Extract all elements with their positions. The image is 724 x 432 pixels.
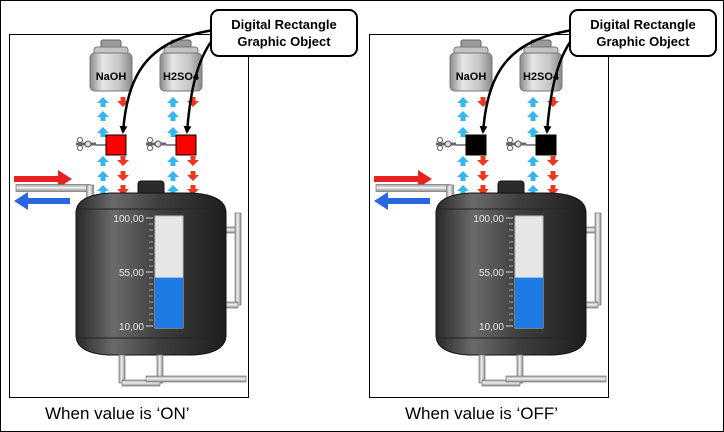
valve-knob [507, 145, 513, 151]
digital-rectangle-h2so4 [175, 134, 197, 156]
up-arrow-icon [97, 156, 109, 166]
scale-label: 55,00 [479, 268, 504, 279]
pipe-horizontal [481, 379, 521, 387]
down-arrow-icon [117, 171, 129, 181]
up-arrow-icon [97, 185, 109, 195]
bottle-label: NaOH [456, 71, 487, 83]
outlet-arrow-blue-icon [374, 192, 430, 210]
pipe-horizontal [121, 379, 161, 387]
up-arrow-icon [167, 111, 179, 121]
bottle-label: NaOH [96, 71, 127, 83]
down-arrow-icon [547, 185, 559, 195]
up-arrow-icon [527, 171, 539, 181]
callout-box-on: Digital Rectangle Graphic Object [210, 9, 358, 57]
pipe-vertical [118, 354, 126, 384]
valve-icon [514, 140, 522, 148]
callout-line1: Digital Rectangle [231, 17, 337, 32]
valve-knob [147, 145, 153, 151]
bottle-label: H2SO4 [523, 71, 560, 83]
valve-knob [77, 145, 83, 151]
bottle-label: H2SO4 [163, 71, 200, 83]
up-arrow-icon [97, 171, 109, 181]
up-arrow-icon [97, 127, 109, 137]
level-fill [515, 277, 543, 328]
caption-on: When value is ‘ON’ [45, 404, 190, 423]
scale-label: 10,00 [119, 322, 144, 333]
down-arrow-icon [477, 156, 489, 166]
up-arrow-icon [527, 185, 539, 195]
panel-on: NaOH H2SO4 100,00 55,00 10,00 [9, 34, 249, 398]
down-arrow-icon [117, 156, 129, 166]
valve-knob [77, 137, 83, 143]
inlet-arrow-red-icon [14, 170, 72, 188]
caption-off: When value is ‘OFF’ [405, 404, 559, 423]
inlet-arrow-red-icon [374, 170, 432, 188]
down-arrow-icon [547, 156, 559, 166]
down-arrow-icon [477, 97, 489, 107]
up-arrow-icon [167, 97, 179, 107]
valve-icon [444, 140, 452, 148]
pipe-vertical [594, 212, 602, 306]
callout-line2: Graphic Object [596, 34, 690, 49]
down-arrow-icon [187, 97, 199, 107]
down-arrow-icon [187, 171, 199, 181]
down-arrow-icon [477, 171, 489, 181]
valve-icon [84, 140, 92, 148]
callout-line1: Digital Rectangle [590, 17, 696, 32]
digital-rectangle-naoh [105, 134, 127, 156]
up-arrow-icon [527, 97, 539, 107]
pipe-vertical [478, 354, 486, 384]
up-arrow-icon [457, 185, 469, 195]
reactor-tank [435, 192, 587, 356]
level-fill [155, 277, 183, 328]
scale-label: 55,00 [119, 268, 144, 279]
up-arrow-icon [527, 156, 539, 166]
up-arrow-icon [97, 97, 109, 107]
up-arrow-icon [457, 111, 469, 121]
valve-knob [437, 137, 443, 143]
down-arrow-icon [117, 97, 129, 107]
pipe-vertical [234, 212, 242, 306]
valve-knob [507, 137, 513, 143]
valve-knob [147, 137, 153, 143]
down-arrow-icon [187, 156, 199, 166]
up-arrow-icon [167, 171, 179, 181]
up-arrow-icon [457, 127, 469, 137]
pipe-horizontal [505, 375, 607, 383]
up-arrow-icon [457, 97, 469, 107]
up-arrow-icon [457, 156, 469, 166]
digital-rectangle-naoh [465, 134, 487, 156]
up-arrow-icon [527, 111, 539, 121]
tank-diagram-off: NaOH H2SO4 100,00 55,00 10,00 [374, 39, 607, 387]
callout-line2: Graphic Object [237, 34, 331, 49]
up-arrow-icon [457, 171, 469, 181]
outlet-arrow-blue-icon [14, 192, 70, 210]
panel-off: NaOH H2SO4 100,00 55,00 10,00 [369, 34, 609, 398]
down-arrow-icon [477, 185, 489, 195]
down-arrow-icon [547, 171, 559, 181]
callout-box-off: Digital Rectangle Graphic Object [569, 9, 717, 57]
scale-label: 10,00 [479, 322, 504, 333]
scale-label: 100,00 [113, 214, 144, 225]
down-arrow-icon [117, 185, 129, 195]
down-arrow-icon [547, 97, 559, 107]
pipe-horizontal [145, 375, 247, 383]
digital-rectangle-h2so4 [535, 134, 557, 156]
tank-diagram-on: NaOH H2SO4 100,00 55,00 10,00 [14, 39, 247, 387]
up-arrow-icon [167, 185, 179, 195]
valve-knob [437, 145, 443, 151]
up-arrow-icon [97, 111, 109, 121]
scale-label: 100,00 [473, 214, 504, 225]
pipe-horizontal [15, 184, 91, 192]
valve-icon [154, 140, 162, 148]
up-arrow-icon [167, 156, 179, 166]
down-arrow-icon [187, 185, 199, 195]
pipe-horizontal [375, 184, 451, 192]
reactor-tank [75, 192, 227, 356]
